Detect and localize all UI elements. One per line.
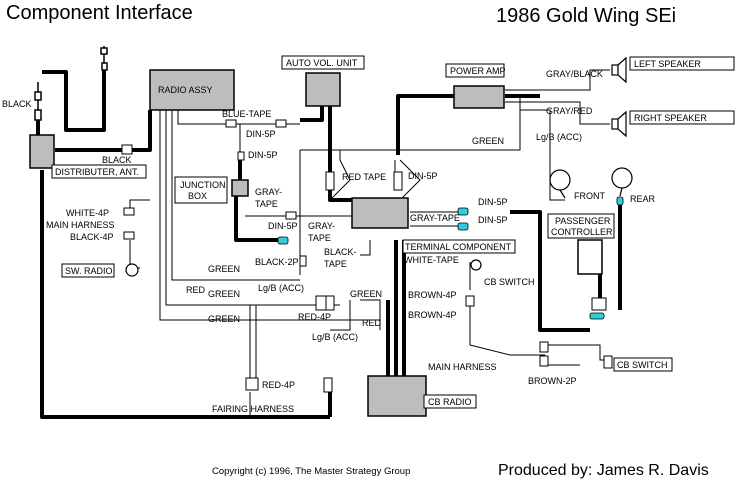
front-label: FRONT (574, 191, 605, 201)
wire-label: TAPE (324, 259, 347, 269)
wire-label: WHITE-TAPE (404, 255, 459, 265)
right-speaker-label: RIGHT SPEAKER (634, 113, 707, 123)
model-title: 1986 Gold Wing SEi (496, 5, 676, 27)
wire-label: DIN-5P (478, 215, 508, 225)
connector-icon (277, 196, 624, 320)
passenger-controller-label-2: CONTROLLER (551, 227, 613, 237)
wire-label: GRAY/BLACK (546, 69, 603, 79)
wire-label: DIN-5P (478, 197, 508, 207)
radio-assy-box (149, 69, 235, 111)
wire-label: TAPE (255, 199, 278, 209)
auto-vol-unit-label: AUTO VOL. UNIT (286, 58, 358, 68)
rear-label: REAR (630, 194, 656, 204)
power-amp-label: POWER AMP (450, 66, 506, 76)
wire-label: GRAY- (255, 187, 282, 197)
wire-label: BLUE-TAPE (222, 109, 271, 119)
cb-switch-label-2: CB SWITCH (617, 360, 668, 370)
microphone-icon (125, 259, 482, 277)
wire-label: Lg/B (ACC) (312, 332, 358, 342)
wire-label: BLACK (102, 155, 132, 165)
cb-switch-label-1: CB SWITCH (484, 277, 535, 287)
wire-labels: BLACK BLACK GRAY/BLACK GRAY/RED BLUE-TAP… (2, 69, 603, 414)
sw-radio-label: SW. RADIO (65, 266, 113, 276)
terminal-component-label: TERMINAL COMPONENT (405, 242, 512, 252)
wire-label: BROWN-4P (408, 290, 457, 300)
wire-label: DIN-5P (268, 221, 298, 231)
cb-radio-box (367, 375, 427, 417)
junction-box-label-1: JUNCTION (180, 180, 226, 190)
left-speaker-label: LEFT SPEAKER (634, 59, 701, 69)
junction-box-label-2: BOX (188, 191, 207, 201)
wire-label: RED TAPE (342, 172, 386, 182)
wire-label: BROWN-2P (528, 376, 577, 386)
wire-label: GREEN (350, 289, 382, 299)
thick-wires (36, 70, 622, 419)
passenger-controller-box (577, 239, 603, 275)
wire-label: BLACK-4P (70, 232, 114, 242)
small-connectors (121, 119, 613, 393)
wire-label: Lg/B (ACC) (536, 132, 582, 142)
producer-text: Produced by: James R. Davis (498, 462, 709, 479)
distributer-label: DISTRIBUTER, ANT. (55, 167, 139, 177)
wire-label: WHITE-4P (66, 208, 109, 218)
wire-label: RED-4P (262, 380, 295, 390)
wire-label: GREEN (208, 314, 240, 324)
wire-label: BLACK- (324, 247, 357, 257)
passenger-controller-label-1: PASSENGER (555, 216, 611, 226)
copyright-text: Copyright (c) 1996, The Master Strategy … (212, 466, 410, 477)
wire-label: GREEN (472, 136, 504, 146)
wire-label: Lg/B (ACC) (258, 283, 304, 293)
wire-label: BLACK-2P (255, 257, 299, 267)
auto-vol-unit-box (305, 72, 341, 107)
wire-label: GREEN (208, 289, 240, 299)
main-component-box (351, 197, 409, 229)
wire-label: MAIN HARNESS (428, 362, 497, 372)
wire-label: DIN-5P (408, 171, 438, 181)
component-labels: RADIO ASSY AUTO VOL. UNIT POWER AMP LEFT… (51, 55, 735, 409)
wire-label: TAPE (308, 233, 331, 243)
wire-label: RED (186, 285, 206, 295)
antenna-icon (34, 46, 108, 121)
wire-label: GREEN (208, 264, 240, 274)
wire-label: DIN-5P (248, 150, 278, 160)
speaker-icon (611, 56, 627, 138)
wire-label: RED (362, 318, 382, 328)
wire-label: GRAY/RED (546, 106, 593, 116)
junction-box (231, 179, 249, 197)
cb-radio-label: CB RADIO (428, 397, 472, 407)
wire-label: FAIRING HARNESS (212, 404, 294, 414)
wire-label: MAIN HARNESS (46, 220, 115, 230)
wire-label: DIN-5P (246, 129, 276, 139)
wire-label: GRAY-TAPE (410, 213, 460, 223)
wire-label: BLACK (2, 99, 32, 109)
component-boxes (29, 69, 603, 417)
distributer-box (29, 134, 55, 169)
wire-label: BROWN-4P (408, 310, 457, 320)
wire-label: GRAY- (308, 221, 335, 231)
power-amp-box (453, 85, 505, 109)
diagram-title: Component Interface (6, 2, 193, 24)
wire-label: RED-4P (298, 312, 331, 322)
rear-speaker-icon (549, 167, 633, 199)
radio-assy-label: RADIO ASSY (158, 85, 213, 95)
